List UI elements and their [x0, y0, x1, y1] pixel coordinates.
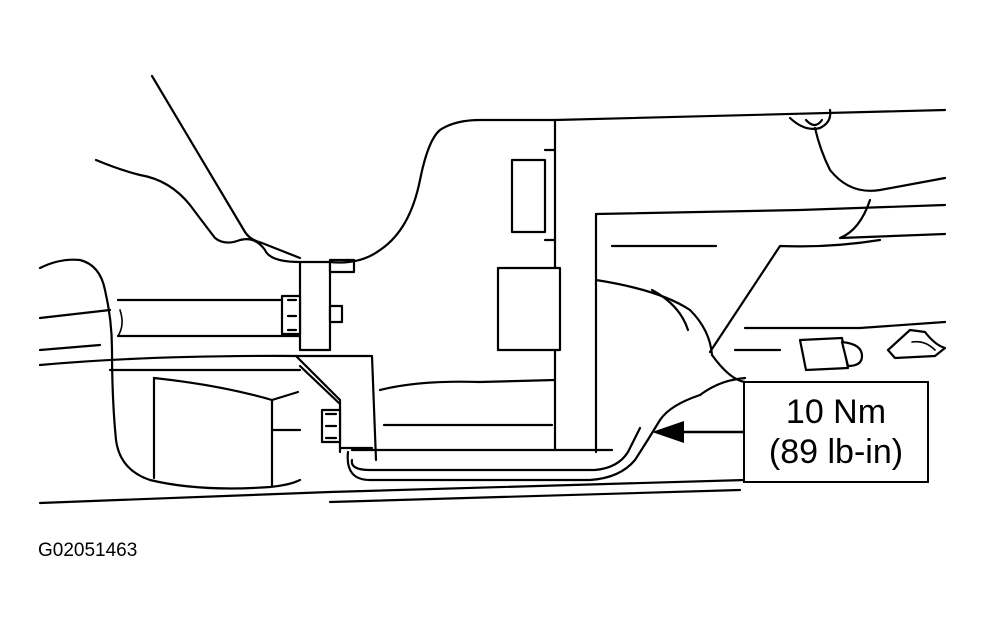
torque-callout: 10 Nm (89 lb-in) — [743, 381, 929, 483]
frame-lines — [38, 354, 747, 505]
left-body-outline — [38, 74, 302, 490]
torque-metric-label: 10 Nm — [785, 393, 887, 431]
left-bracket — [280, 258, 378, 462]
torque-imperial-label: (89 lb-in) — [768, 433, 904, 471]
upper-right-detail — [708, 108, 947, 354]
figure-id: G02051463 — [38, 540, 138, 561]
central-housing — [328, 108, 947, 452]
torque-arrow — [652, 421, 743, 443]
right-fitting — [798, 328, 947, 372]
lower-block — [152, 376, 300, 488]
heat-shield-bracket — [346, 203, 947, 482]
